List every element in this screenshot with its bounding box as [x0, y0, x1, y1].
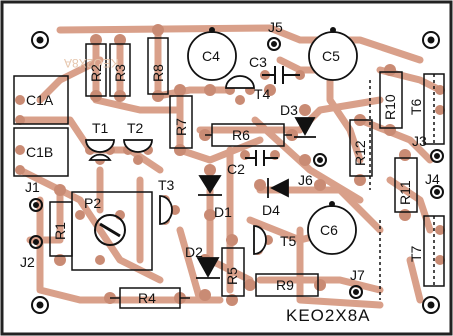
label-j3: J3	[412, 133, 427, 149]
label-t5: T5	[280, 233, 297, 249]
label-j2: J2	[20, 254, 35, 270]
component-outlines	[13, 37, 445, 309]
label-r6: R6	[232, 127, 250, 143]
label-d1: D1	[214, 204, 232, 220]
label-t7: T7	[408, 245, 424, 262]
mounting-holes	[31, 31, 440, 314]
label-r11: R11	[397, 180, 413, 205]
electrolytic-capacitors	[187, 31, 358, 255]
label-c4: C4	[202, 48, 220, 64]
label-t4: T4	[254, 86, 271, 102]
label-r12: R12	[352, 140, 368, 166]
label-j5: J5	[268, 19, 283, 35]
solder-pads	[15, 24, 445, 306]
label-r3: R3	[112, 64, 128, 82]
label-d4: D4	[262, 202, 280, 218]
label-r1: R1	[52, 222, 68, 240]
label-r10: R10	[382, 94, 398, 120]
label-t6: T6	[408, 98, 424, 115]
label-p2: P2	[84, 195, 102, 211]
label-c6: C6	[320, 222, 338, 238]
label-j6: J6	[298, 172, 313, 188]
cap-polarity-marks	[209, 27, 336, 207]
label-r5: R5	[224, 267, 240, 285]
label-r2: R2	[88, 64, 104, 82]
label-c3: C3	[249, 54, 267, 70]
label-d3: D3	[280, 102, 298, 118]
label-c1a: C1A	[26, 92, 54, 108]
label-j4: J4	[425, 171, 440, 187]
transistors	[85, 75, 267, 255]
label-j7: J7	[350, 267, 365, 283]
label-r4: R4	[138, 290, 156, 306]
label-c5: C5	[322, 48, 340, 64]
label-j1: J1	[25, 179, 40, 195]
label-r7: R7	[173, 118, 189, 136]
label-t2: T2	[127, 120, 144, 136]
label-t1: T1	[92, 120, 109, 136]
jumper-pads	[29, 37, 444, 299]
label-d2: D2	[185, 244, 203, 260]
label-r9: R9	[276, 277, 294, 293]
label-c1b: C1B	[26, 144, 54, 160]
ceramic-capacitors	[245, 66, 300, 166]
label-c2: C2	[227, 161, 245, 177]
label-r8: R8	[150, 64, 166, 82]
label-t3: T3	[158, 177, 175, 193]
board-code: KEO2X8A	[286, 306, 371, 325]
diodes	[196, 117, 316, 279]
